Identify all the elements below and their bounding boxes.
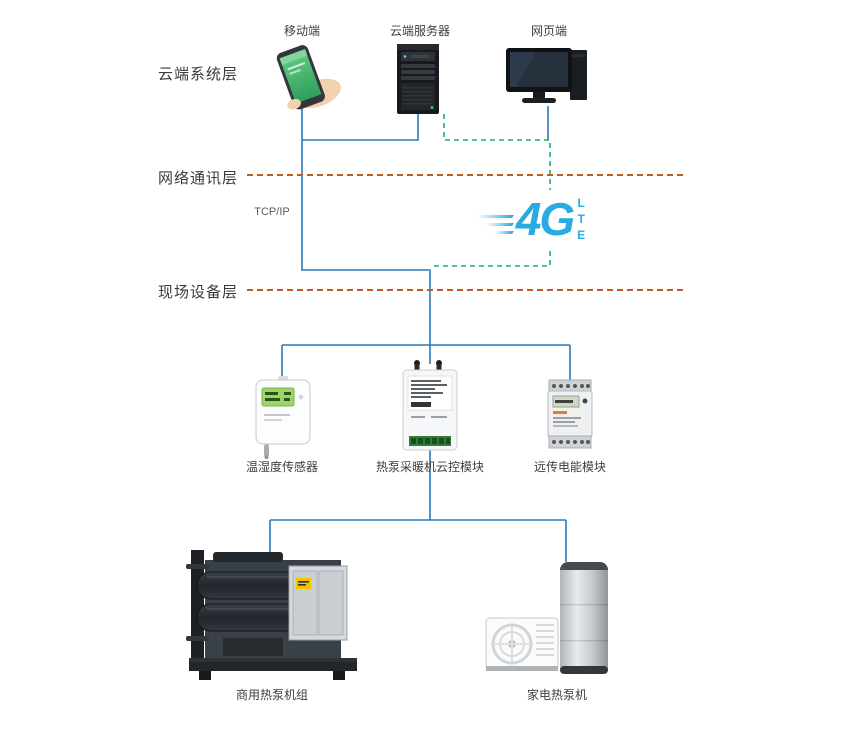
caption-controller: 热泵采暖机云控模块: [375, 460, 484, 474]
tcpip-label: TCP/IP: [254, 206, 290, 218]
line-cloud-trunk: [301, 104, 431, 345]
mobile-phone-icon: [262, 42, 342, 116]
home-heatpump-icon: [484, 556, 614, 682]
caption-mobile: 移动端: [283, 24, 320, 38]
separator-network-layer: [247, 174, 683, 176]
lte-text: LTE: [574, 196, 589, 244]
caption-web: 网页端: [530, 24, 567, 38]
caption-commercial: 商用热泵机组: [235, 688, 308, 702]
cloud-control-module-icon: [397, 358, 463, 456]
cloud-server-icon: [388, 42, 448, 116]
caption-sensor: 温湿度传感器: [245, 460, 318, 474]
layer-label-network: 网络通讯层: [157, 170, 238, 187]
layer-label-cloud: 云端系统层: [157, 66, 238, 83]
temp-humidity-sensor-icon: [252, 376, 314, 460]
line-4g-path: [432, 114, 551, 267]
energy-meter-icon: [542, 378, 598, 450]
layer-label-field: 现场设备层: [157, 284, 238, 301]
caption-meter: 远传电能模块: [533, 460, 606, 474]
caption-home: 家电热泵机: [526, 688, 587, 702]
web-desktop-icon: [506, 46, 594, 108]
4g-text: 4G: [515, 193, 575, 245]
speed-lines-icon: [475, 212, 514, 236]
caption-server: 云端服务器: [389, 24, 450, 38]
4g-lte-logo: 4G LTE: [462, 190, 602, 248]
separator-field-layer: [247, 289, 683, 291]
line-server-link: [302, 114, 419, 141]
commercial-heatpump-icon: [183, 540, 368, 690]
